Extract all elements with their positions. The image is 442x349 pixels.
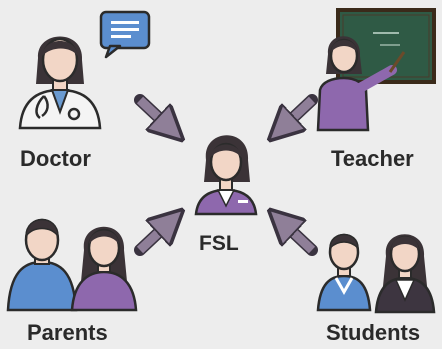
- arrow-parents-to-fsl: [134, 220, 172, 256]
- center-label: FSL: [199, 232, 239, 255]
- students-icon: [316, 233, 436, 314]
- arrow-students-to-fsl: [280, 220, 318, 256]
- teacher-icon: [316, 36, 406, 132]
- arrow-doctor-to-fsl: [134, 94, 172, 130]
- fsl-person-icon: [194, 135, 258, 216]
- doctor-icon: [18, 36, 102, 130]
- parents-icon: [6, 218, 138, 312]
- arrow-teacher-to-fsl: [280, 94, 318, 130]
- doctor-label: Doctor: [20, 146, 91, 171]
- students-label: Students: [326, 320, 421, 345]
- teacher-label: Teacher: [331, 146, 414, 171]
- parents-label: Parents: [27, 320, 108, 345]
- speech-bubble-icon: [99, 10, 151, 59]
